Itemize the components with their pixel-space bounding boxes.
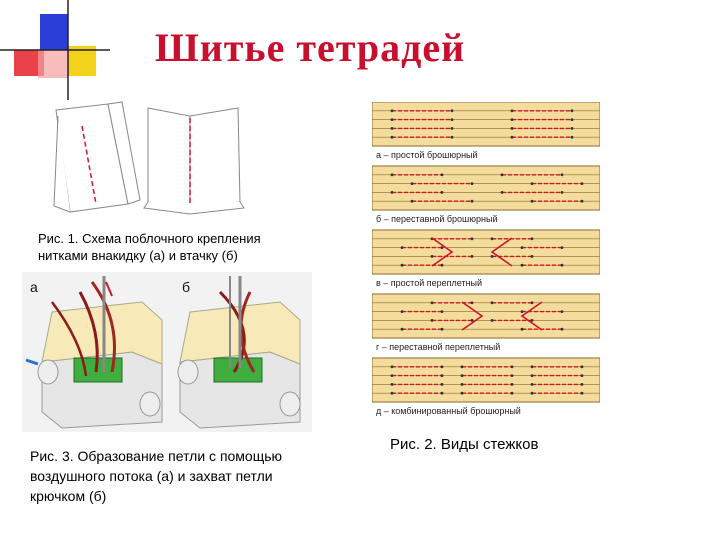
figure-3-label-a: а [30,279,38,295]
logo-squares [0,0,110,100]
stitch-panel-4: г – переставной переплетный [372,293,600,352]
figure-1-caption: Рис. 1. Схема поблочного крепления нитка… [38,231,261,263]
page-title: Шитье тетрадей [154,25,466,70]
stitch-panel-label-4: г – переставной переплетный [376,342,500,352]
stitch-panel-1: а – простой брошюрный [372,102,600,160]
figure-3-label-b: б [182,279,190,295]
stitch-panel-3: в – простой переплетный [372,229,600,288]
stitch-panel-label-5: д – комбинированный брошюрный [376,406,521,416]
figure-3-illustration: а б [22,272,312,432]
figure-1-diagram [53,101,245,215]
stitch-panel-label-3: в – простой переплетный [376,278,482,288]
figure-3-caption: Рис. 3. Образование петли с помощью возд… [30,448,283,504]
figure-2-caption: Рис. 2. Виды стежков [390,436,539,453]
stitch-panel-label-2: б – переставной брошюрный [376,214,497,224]
stitch-panel-5: д – комбинированный брошюрный [372,357,600,416]
figure-2-diagram: а – простой брошюрный б – переставной бро… [372,102,600,416]
stitch-panel-2: б – переставной брошюрный [372,165,600,224]
stitch-panel-label-1: а – простой брошюрный [376,150,478,160]
